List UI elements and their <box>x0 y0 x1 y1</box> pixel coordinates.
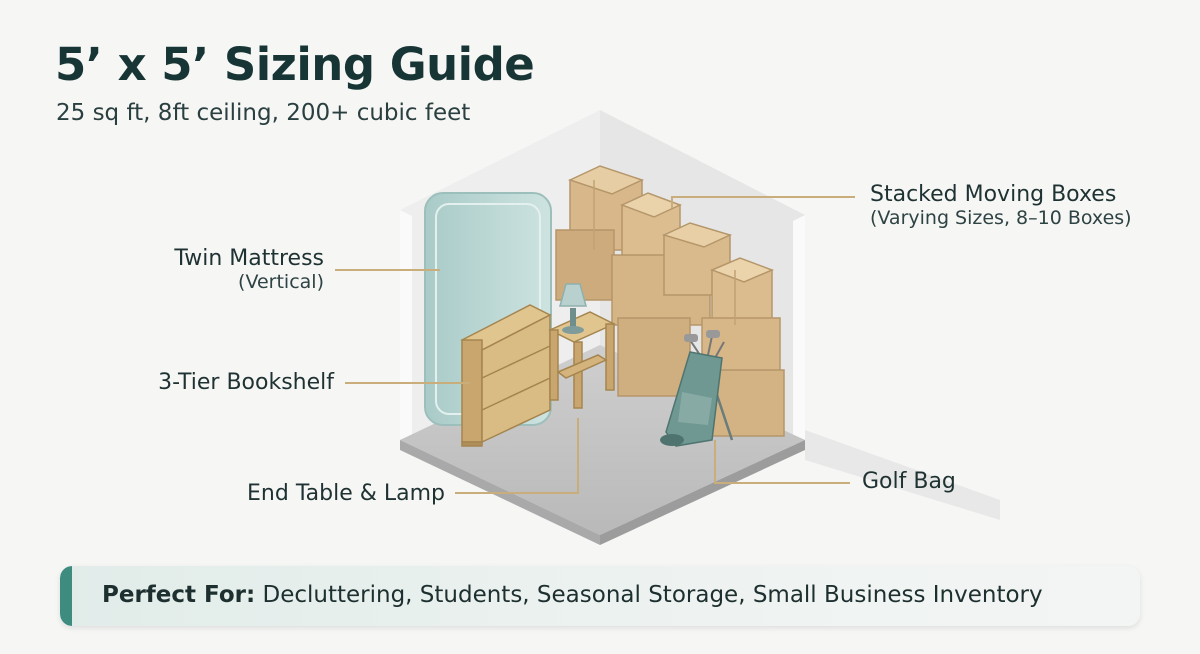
label-bookshelf: 3-Tier Bookshelf <box>158 370 334 395</box>
label-end-table-lamp: End Table & Lamp <box>247 481 445 506</box>
banner-accent-bar <box>60 566 72 626</box>
label-golf-bag: Golf Bag <box>862 469 956 494</box>
label-twin-mattress-title: Twin Mattress <box>174 246 324 271</box>
floor-front-right <box>600 440 805 545</box>
label-moving-boxes-title: Stacked Moving Boxes <box>870 182 1117 207</box>
banner-lead: Perfect For: <box>102 582 256 608</box>
golf-bag <box>660 330 734 447</box>
left-wall-edge <box>400 210 412 440</box>
label-twin-mattress-sub: (Vertical) <box>238 271 324 293</box>
label-moving-boxes-sub: (Varying Sizes, 8–10 Boxes) <box>870 207 1132 229</box>
leader-lines <box>335 196 855 494</box>
label-moving-boxes: Stacked Moving Boxes (Varying Sizes, 8–1… <box>870 182 1132 229</box>
page-title: 5’ x 5’ Sizing Guide <box>55 38 535 91</box>
label-twin-mattress: Twin Mattress (Vertical) <box>174 246 324 293</box>
floor-shadow <box>805 430 1000 520</box>
banner-text: Perfect For: Decluttering, Students, Sea… <box>102 582 1043 608</box>
right-wall-edge <box>793 215 805 440</box>
page-subtitle: 25 sq ft, 8ft ceiling, 200+ cubic feet <box>56 100 471 126</box>
perfect-for-banner: Perfect For: Decluttering, Students, Sea… <box>60 566 1140 626</box>
end-table-and-lamp <box>548 283 616 409</box>
stacked-moving-boxes <box>555 165 785 437</box>
three-tier-bookshelf <box>460 304 552 447</box>
banner-uses: Decluttering, Students, Seasonal Storage… <box>255 582 1043 608</box>
